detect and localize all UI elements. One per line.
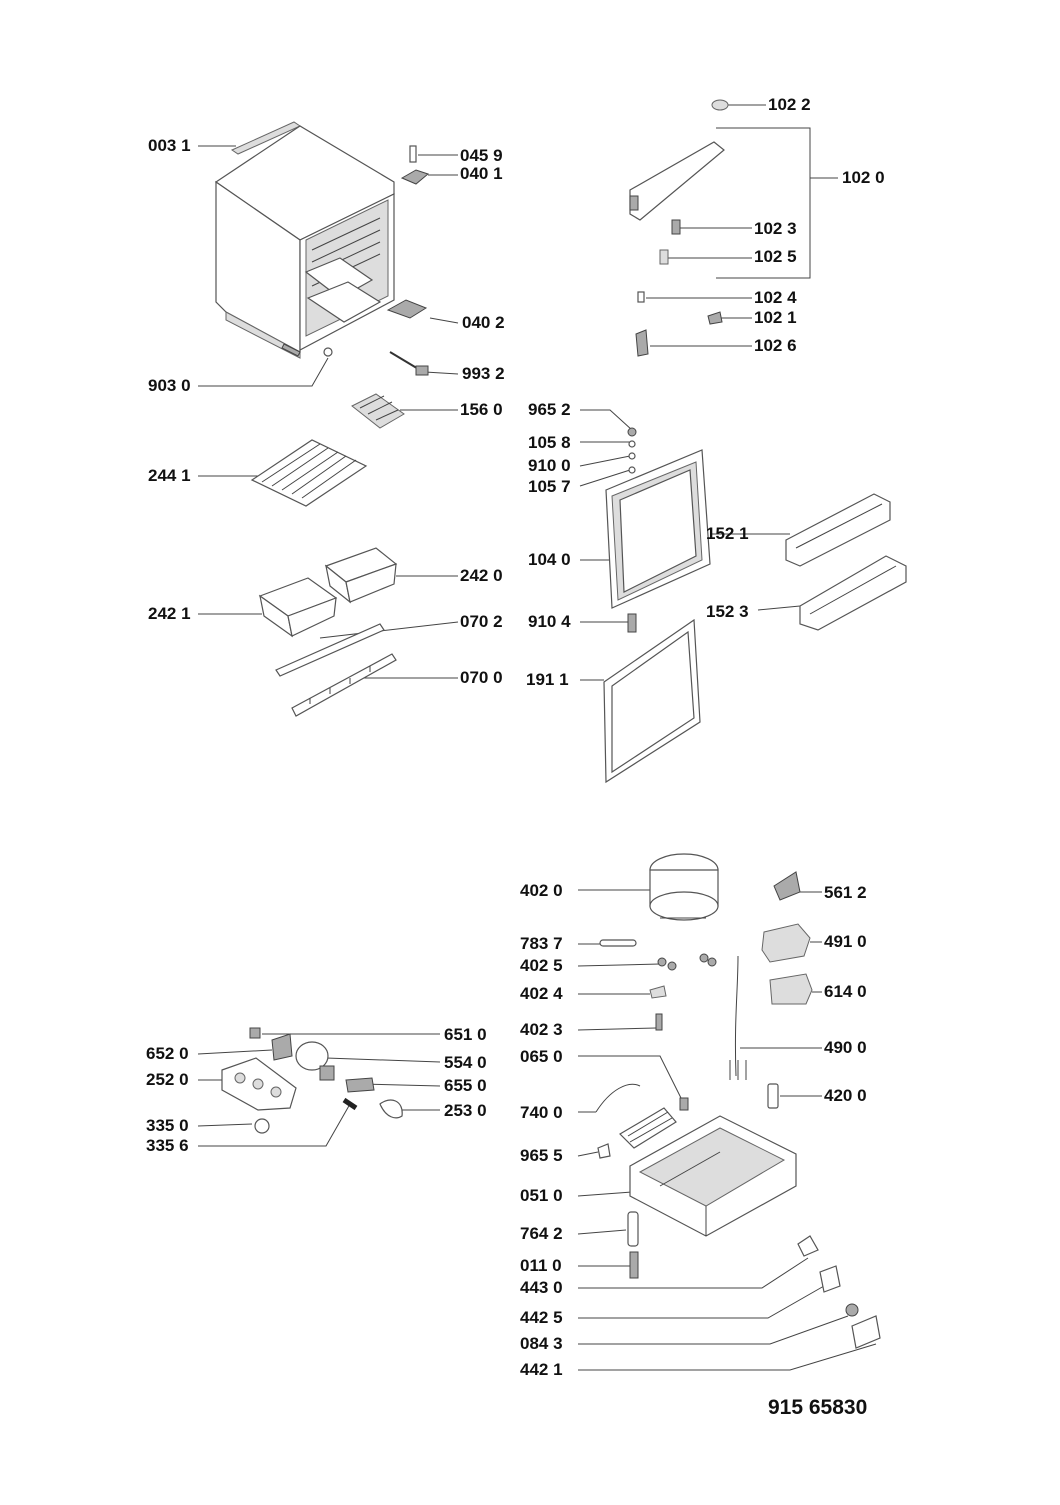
label-105-7: 105 7	[528, 477, 571, 496]
label-965-2: 965 2	[528, 400, 571, 419]
label-242-1: 242 1	[148, 604, 191, 623]
label-783-7: 783 7	[520, 934, 563, 953]
label-442-1: 442 1	[520, 1360, 563, 1379]
label-442-5: 442 5	[520, 1308, 563, 1327]
label-191-1: 191 1	[526, 670, 569, 689]
label-764-2: 764 2	[520, 1224, 563, 1243]
label-965-5: 965 5	[520, 1146, 563, 1165]
label-040-2: 040 2	[462, 313, 505, 332]
label-244-1: 244 1	[148, 466, 191, 485]
label-910-0: 910 0	[528, 456, 571, 475]
document-number: 915 65830	[768, 1396, 868, 1419]
label-651-0: 651 0	[444, 1025, 487, 1044]
thermostat-group	[221, 1027, 403, 1134]
label-102-2: 102 2	[768, 95, 811, 114]
label-070-0: 070 0	[460, 668, 503, 687]
label-402-3: 402 3	[520, 1020, 563, 1039]
label-051-0: 051 0	[520, 1186, 563, 1205]
label-402-4: 402 4	[520, 984, 563, 1003]
label-102-3: 102 3	[754, 219, 797, 238]
label-070-2: 070 2	[460, 612, 503, 631]
label-102-5: 102 5	[754, 247, 797, 266]
label-561-2: 561 2	[824, 883, 867, 902]
handle-group	[629, 99, 729, 357]
label-102-6: 102 6	[754, 336, 797, 355]
label-402-0: 402 0	[520, 881, 563, 900]
label-102-0: 102 0	[842, 168, 885, 187]
label-655-0: 655 0	[444, 1076, 487, 1095]
label-242-0: 242 0	[460, 566, 503, 585]
label-554-0: 554 0	[444, 1053, 487, 1072]
label-040-1: 040 1	[460, 164, 503, 183]
label-443-0: 443 0	[520, 1278, 563, 1297]
label-491-0: 491 0	[824, 932, 867, 951]
label-011-0: 011 0	[520, 1256, 562, 1275]
label-335-6: 335 6	[146, 1136, 189, 1155]
label-253-0: 253 0	[444, 1101, 487, 1120]
label-903-0: 903 0	[148, 376, 191, 395]
label-740-0: 740 0	[520, 1103, 563, 1122]
label-614-0: 614 0	[824, 982, 867, 1001]
label-420-0: 420 0	[824, 1086, 867, 1105]
label-152-1: 152 1	[706, 524, 749, 543]
label-104-0: 104 0	[528, 550, 571, 569]
label-335-0: 335 0	[146, 1116, 189, 1135]
door-group	[603, 427, 907, 784]
cabinet-group	[214, 121, 430, 717]
label-105-8: 105 8	[528, 433, 571, 452]
label-402-5: 402 5	[520, 956, 563, 975]
label-252-0: 252 0	[146, 1070, 189, 1089]
label-490-0: 490 0	[824, 1038, 867, 1057]
label-156-0: 156 0	[460, 400, 503, 419]
label-993-2: 993 2	[462, 364, 505, 383]
label-910-4: 910 4	[528, 612, 571, 631]
label-102-4: 102 4	[754, 288, 797, 307]
compressor-group	[595, 853, 881, 1349]
label-152-3: 152 3	[706, 602, 749, 621]
label-084-3: 084 3	[520, 1334, 563, 1353]
label-003-1: 003 1	[148, 136, 191, 155]
label-102-1: 102 1	[754, 308, 797, 327]
label-045-9: 045 9	[460, 146, 503, 165]
leader-lines	[197, 104, 877, 1371]
label-065-0: 065 0	[520, 1047, 563, 1066]
label-652-0: 652 0	[146, 1044, 189, 1063]
